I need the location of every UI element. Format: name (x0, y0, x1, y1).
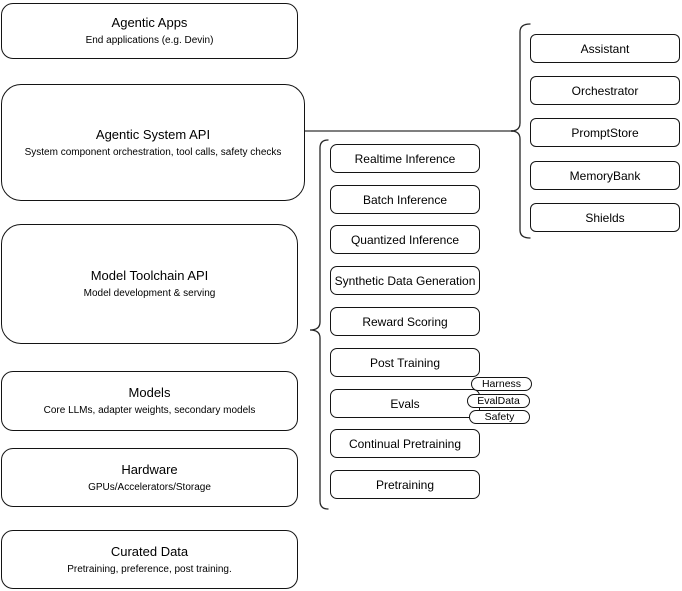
node-post-training: Post Training (330, 348, 480, 377)
node-memorybank: MemoryBank (530, 161, 680, 190)
node-title: Hardware (121, 461, 178, 477)
tag-safety: Safety (469, 410, 530, 424)
node-curated-data: Curated Data Pretraining, preference, po… (1, 530, 298, 589)
node-batch-inference: Batch Inference (330, 185, 480, 214)
tag-evaldata: EvalData (467, 394, 530, 408)
node-hardware: Hardware GPUs/Accelerators/Storage (1, 448, 298, 507)
node-model-toolchain-api: Model Toolchain API Model development & … (1, 224, 298, 344)
node-subtitle: Model development & serving (83, 288, 216, 299)
node-synthetic-data-generation: Synthetic Data Generation (330, 266, 480, 295)
node-pretraining: Pretraining (330, 470, 480, 499)
node-promptstore: PromptStore (530, 118, 680, 147)
node-quantized-inference: Quantized Inference (330, 225, 480, 254)
node-title: Model Toolchain API (90, 268, 209, 283)
node-evals: Evals (330, 389, 480, 418)
node-models: Models Core LLMs, adapter weights, secon… (1, 371, 298, 431)
node-subtitle: Core LLMs, adapter weights, secondary mo… (43, 405, 256, 416)
node-subtitle: End applications (e.g. Devin) (85, 35, 214, 46)
node-agentic-apps: Agentic Apps End applications (e.g. Devi… (1, 3, 298, 59)
node-continual-pretraining: Continual Pretraining (330, 429, 480, 458)
node-subtitle: GPUs/Accelerators/Storage (88, 481, 211, 493)
node-title: Curated Data (110, 543, 189, 559)
node-shields: Shields (530, 203, 680, 232)
node-title: Agentic System API (95, 126, 211, 142)
node-assistant: Assistant (530, 34, 680, 63)
node-title: Agentic Apps (111, 15, 188, 30)
system-components-brace (510, 23, 531, 239)
node-title: Models (128, 385, 171, 400)
node-reward-scoring: Reward Scoring (330, 307, 480, 336)
node-agentic-system-api: Agentic System API System component orch… (1, 84, 305, 201)
node-subtitle: System component orchestration, tool cal… (24, 146, 282, 158)
node-subtitle: Pretraining, preference, post training. (67, 563, 232, 575)
toolchain-brace (309, 139, 329, 510)
node-realtime-inference: Realtime Inference (330, 144, 480, 173)
tag-harness: Harness (471, 377, 532, 391)
node-orchestrator: Orchestrator (530, 76, 680, 105)
